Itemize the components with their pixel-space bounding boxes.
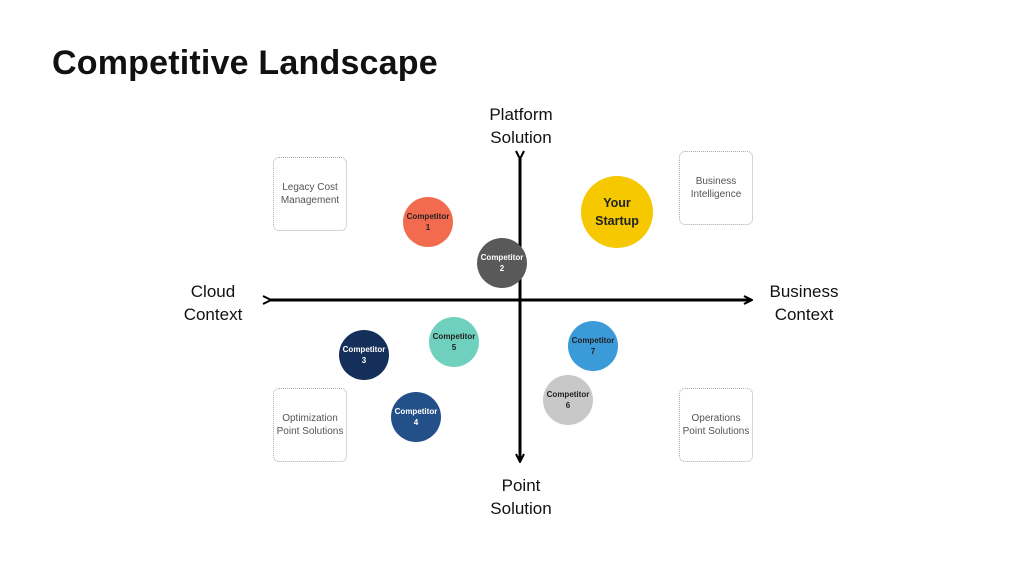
page-title: Competitive Landscape <box>52 44 438 82</box>
